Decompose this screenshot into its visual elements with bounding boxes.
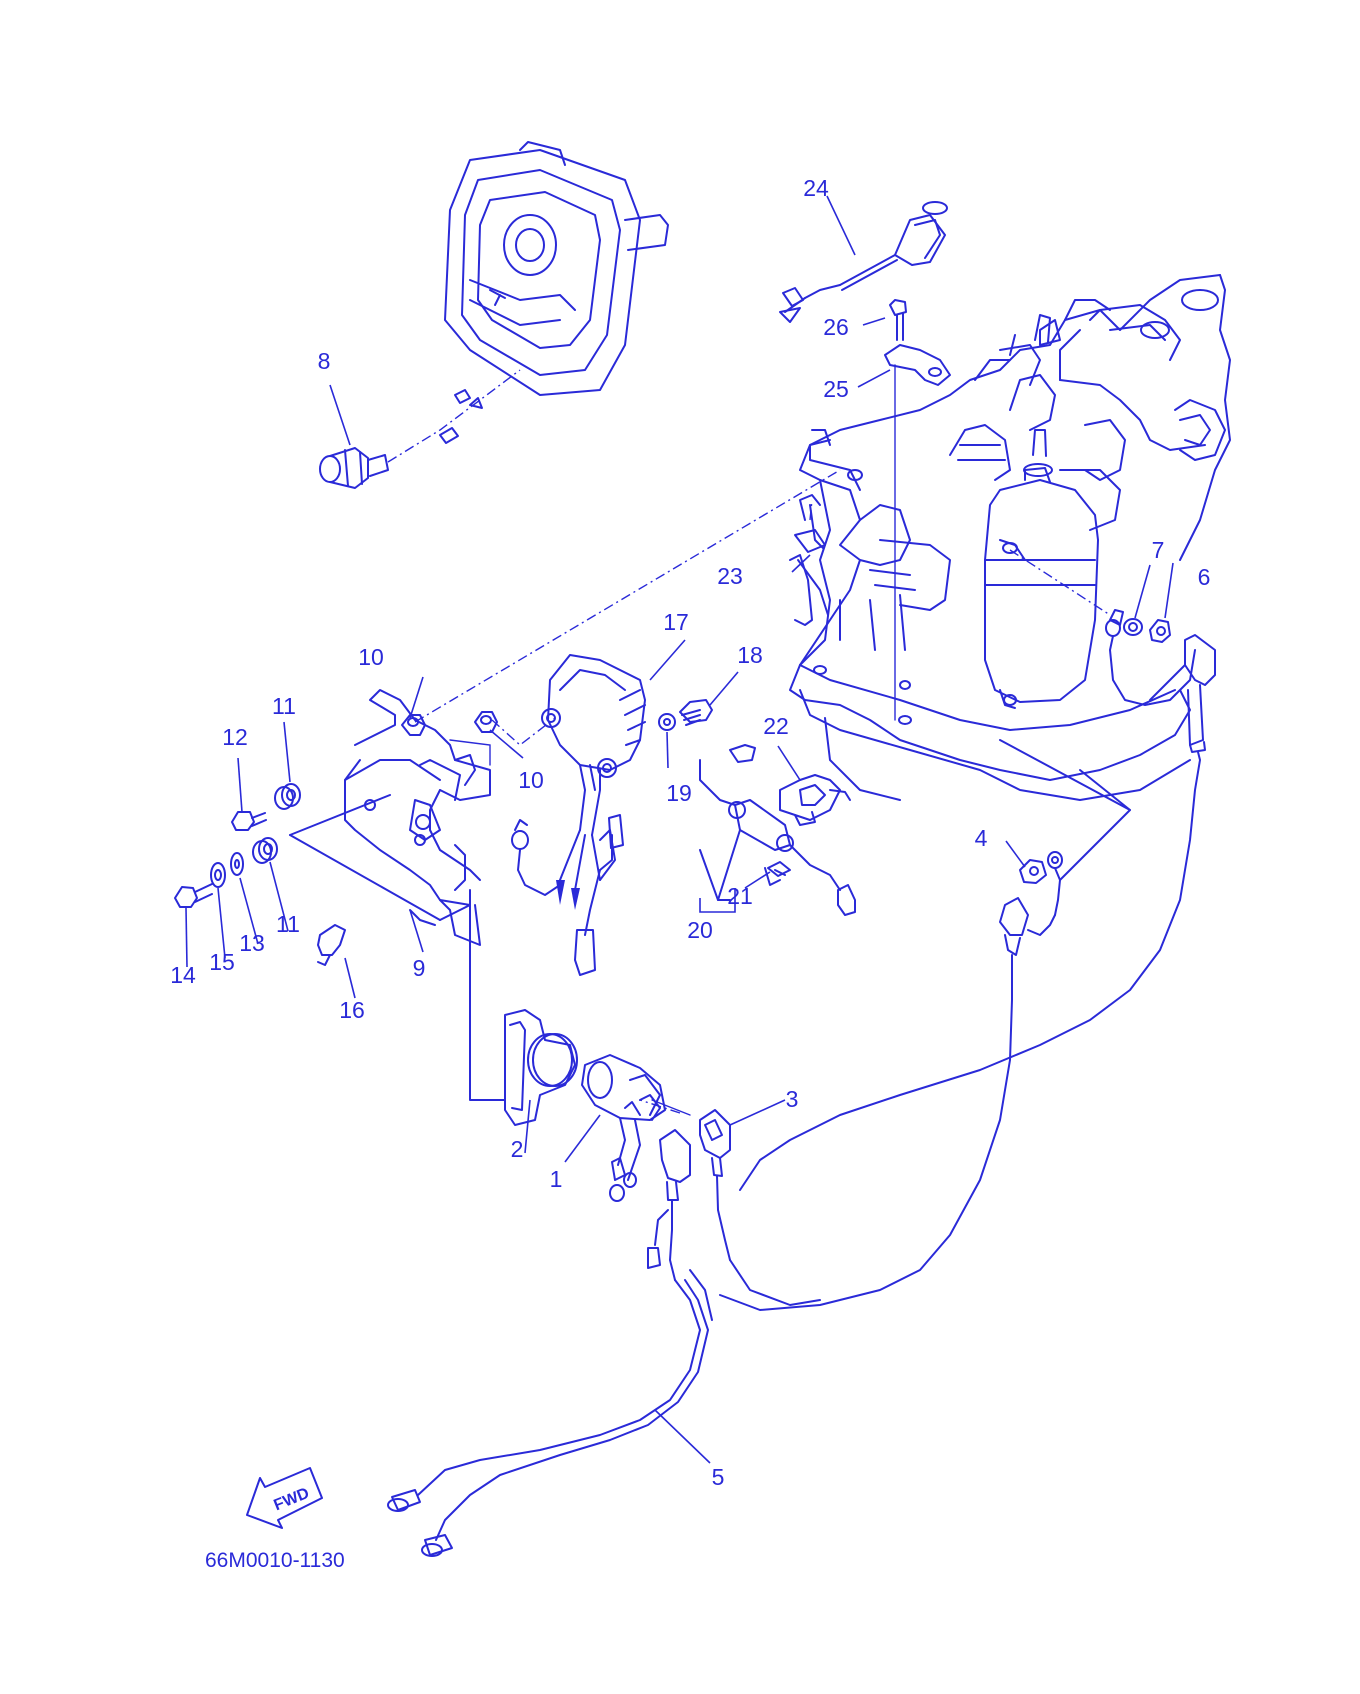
clamp-22-drawing — [779, 774, 851, 826]
callout-24: 24 — [803, 175, 829, 201]
grommet-11a-drawing — [274, 783, 301, 810]
part-24-drawing — [779, 201, 948, 323]
relay-1-drawing — [581, 1054, 691, 1202]
leader-lines — [185, 195, 1174, 1464]
callout-14: 14 — [170, 962, 196, 988]
callout-23: 23 — [717, 563, 743, 589]
callout-13: 13 — [239, 930, 265, 956]
callout-22: 22 — [763, 713, 789, 739]
cover-box-drawing — [444, 141, 669, 396]
callout-18: 18 — [737, 642, 763, 668]
rectifier-17-drawing — [414, 469, 841, 976]
callout-10a: 10 — [358, 644, 384, 670]
callout-17: 17 — [663, 609, 689, 635]
grommet-11b-drawing — [252, 837, 278, 864]
callout-12: 12 — [222, 724, 248, 750]
dashed-connections — [639, 499, 1013, 1114]
callout-5: 5 — [712, 1464, 725, 1490]
relay-2-drawing — [504, 1009, 578, 1126]
fwd-arrow: FWD — [246, 1467, 323, 1529]
bracket-9-drawing — [344, 689, 491, 946]
part-20-21-drawing — [699, 744, 856, 916]
screw-18-drawing — [679, 699, 713, 726]
callout-8: 8 — [318, 348, 331, 374]
washer-15-drawing — [210, 862, 226, 888]
callout-7: 7 — [1152, 537, 1165, 563]
callout-15: 15 — [209, 949, 235, 975]
grommet-10a-drawing — [401, 714, 426, 736]
washer-13-drawing — [230, 852, 244, 876]
part-4-drawing — [719, 739, 1131, 1311]
cable-5-drawing — [387, 1129, 821, 1557]
bolt-12-drawing — [231, 811, 267, 831]
callout-11a: 11 — [272, 693, 296, 719]
part-6-7-drawing — [1009, 549, 1196, 706]
callouts: 1 2 3 4 5 6 7 8 9 10 10 11 11 12 13 14 1… — [170, 175, 1210, 1490]
part-8-drawing — [319, 369, 521, 489]
callout-11b: 11 — [276, 911, 300, 937]
callout-2: 2 — [511, 1136, 524, 1162]
fwd-arrow-label: FWD — [272, 1485, 312, 1514]
callout-16: 16 — [339, 997, 365, 1023]
callout-10b: 10 — [518, 767, 544, 793]
grommet-10b-drawing — [474, 711, 498, 733]
bolt-14-drawing — [174, 883, 213, 908]
reference-code: 66M0010-1130 — [205, 1549, 345, 1572]
harness-guides-drawing — [289, 739, 506, 1101]
cable-3-drawing — [699, 1109, 731, 1261]
part-23-drawing — [789, 494, 829, 626]
part-25-26-drawing — [884, 299, 951, 721]
callout-19: 19 — [666, 780, 692, 806]
callout-26: 26 — [823, 314, 849, 340]
callout-1: 1 — [550, 1166, 563, 1192]
engine-block-drawing — [789, 274, 1231, 801]
part-3-cap-drawing — [739, 634, 1216, 1191]
callout-9: 9 — [413, 955, 426, 981]
callout-20: 20 — [687, 917, 713, 943]
washer-19-drawing — [658, 713, 676, 731]
clip-16-drawing — [317, 924, 346, 966]
callout-21: 21 — [727, 883, 753, 909]
callout-4: 4 — [975, 825, 988, 851]
callout-3: 3 — [786, 1086, 799, 1112]
callout-6: 6 — [1198, 564, 1211, 590]
callout-25: 25 — [823, 376, 849, 402]
